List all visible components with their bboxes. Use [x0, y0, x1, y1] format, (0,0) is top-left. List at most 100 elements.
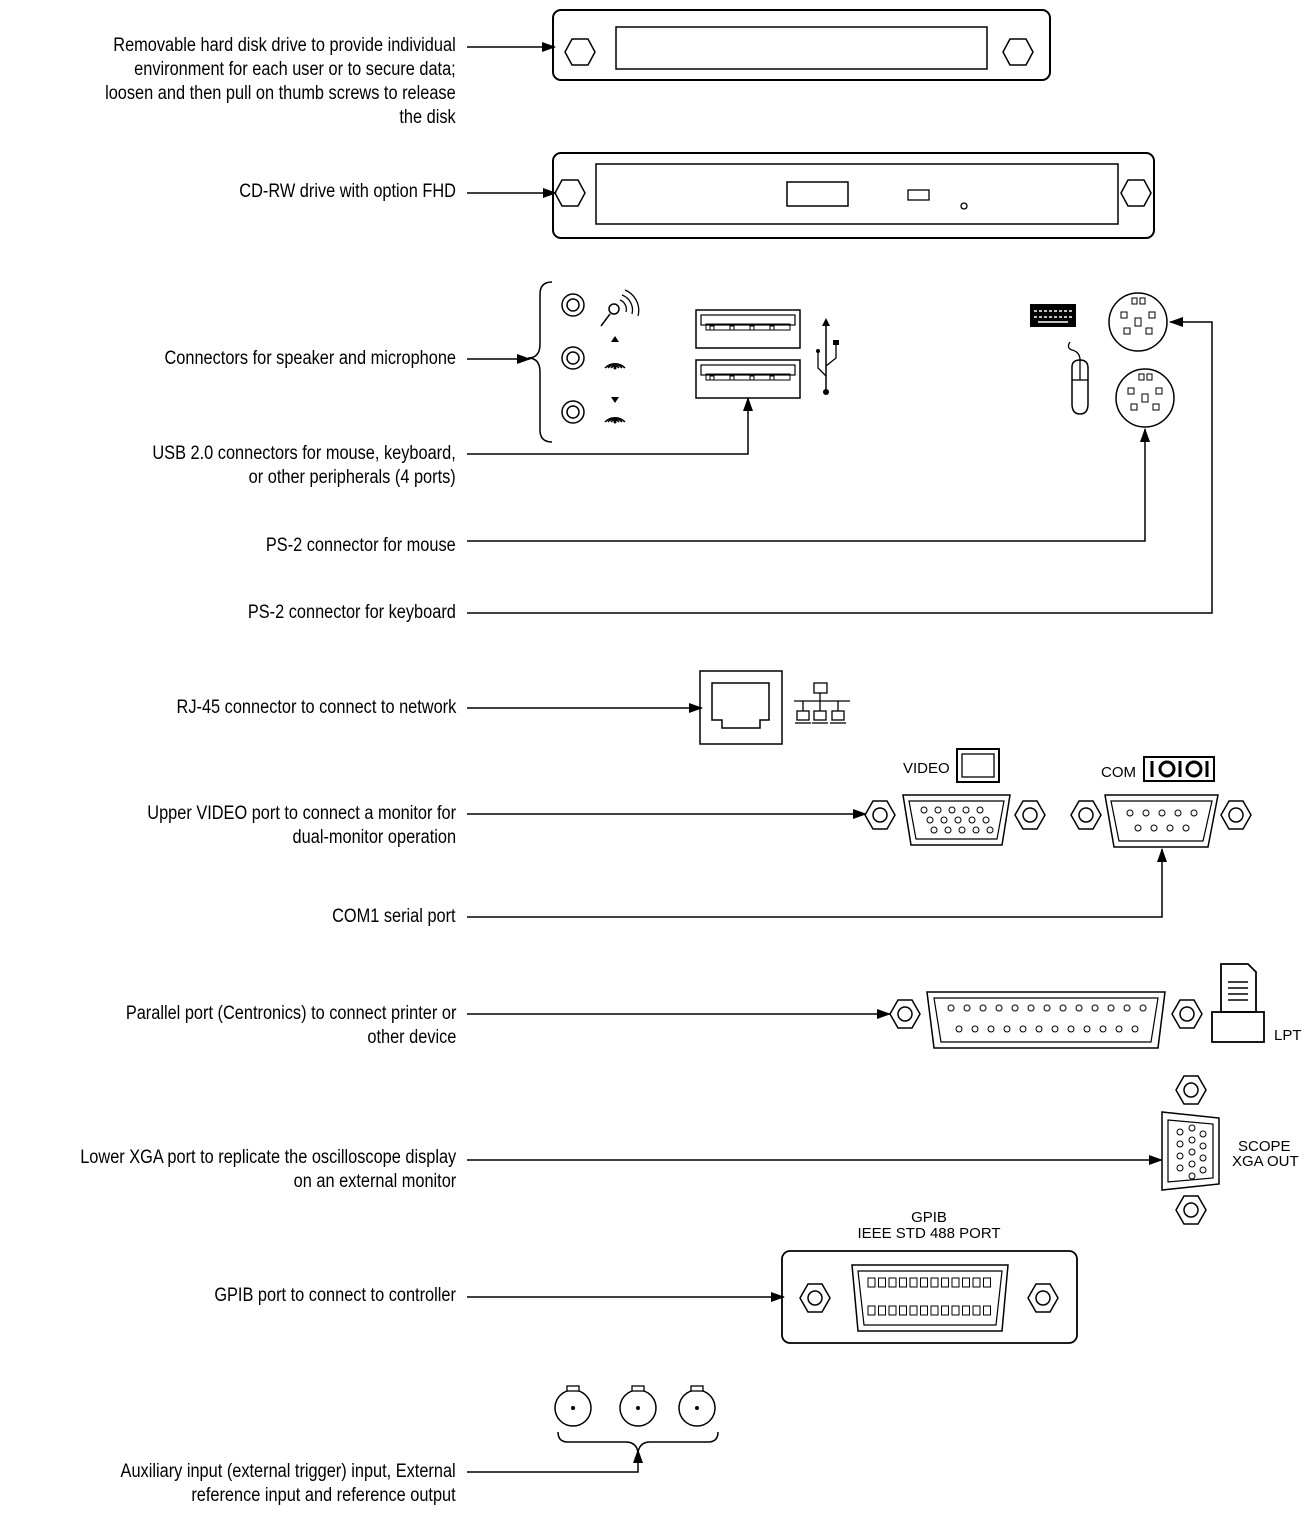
label-line: Parallel port (Centronics) to connect pr…	[125, 1003, 456, 1024]
lpt-pin	[1027, 1004, 1035, 1012]
label-line: Connectors for speaker and microphone	[164, 348, 456, 369]
gpib-pin	[920, 1305, 928, 1316]
audio-connectors	[527, 281, 640, 443]
bnc-connectors	[554, 1385, 719, 1453]
speaker-in-icon	[604, 397, 626, 425]
com-port-label: COM	[1101, 764, 1136, 781]
gpib-pin	[878, 1305, 886, 1316]
xga-out-label: XGA OUT	[1232, 1153, 1299, 1170]
lpt-pin	[1091, 1004, 1099, 1012]
label-line: on an external monitor	[293, 1171, 456, 1192]
lpt-pin	[955, 1025, 963, 1033]
label-xga: Lower XGA port to replicate the oscillos…	[80, 1146, 456, 1194]
lpt-pin	[987, 1025, 995, 1033]
label-line: GPIB port to connect to controller	[214, 1285, 456, 1306]
label-line: PS-2 connector for keyboard	[248, 602, 456, 623]
label-usb: USB 2.0 connectors for mouse, keyboard, …	[153, 442, 456, 490]
lpt-pin	[1011, 1004, 1019, 1012]
label-line: COM1 serial port	[332, 906, 456, 927]
gpib-pin	[899, 1305, 907, 1316]
lpt-label: LPT	[1274, 1027, 1302, 1044]
label-ps2-mouse: PS-2 connector for mouse	[266, 534, 456, 558]
gpib-pin	[888, 1277, 897, 1288]
network-icon	[794, 682, 850, 724]
label-hdd: Removable hard disk drive to provide ind…	[105, 34, 456, 130]
hdd-drive	[552, 9, 1051, 81]
label-line: or other peripherals (4 ports)	[248, 467, 456, 488]
gpib-port: GPIB IEEE STD 488 PORT	[781, 1209, 1078, 1344]
gpib-pin	[983, 1277, 991, 1288]
gpib-pin	[941, 1277, 949, 1288]
speaker-out-icon	[604, 336, 626, 371]
gpib-pin	[930, 1277, 939, 1288]
gpib-pin	[951, 1277, 960, 1288]
lpt-pin	[1131, 1025, 1139, 1033]
gpib-pin	[972, 1305, 981, 1316]
gpib-subtitle: IEEE STD 488 PORT	[857, 1225, 1000, 1242]
label-audio: Connectors for speaker and microphone	[164, 347, 456, 371]
label-line: RJ-45 connector to connect to network	[176, 697, 456, 718]
label-ps2-keyboard: PS-2 connector for keyboard	[248, 601, 456, 625]
label-com1: COM1 serial port	[332, 905, 456, 929]
gpib-pin	[888, 1305, 897, 1316]
gpib-pin	[972, 1277, 981, 1288]
parallel-port: LPT	[889, 963, 1302, 1049]
label-line: PS-2 connector for mouse	[266, 535, 456, 556]
scope-label: SCOPE	[1238, 1138, 1291, 1155]
lpt-pin	[1059, 1004, 1067, 1012]
leader-aux	[467, 1449, 643, 1473]
label-line: the disk	[399, 107, 456, 128]
label-line: reference input and reference output	[191, 1485, 457, 1506]
lpt-pin	[1099, 1025, 1107, 1033]
lpt-pin	[971, 1025, 979, 1033]
label-gpib: GPIB port to connect to controller	[214, 1284, 456, 1308]
gpib-pin	[941, 1305, 949, 1316]
xga-port: SCOPE XGA OUT	[1161, 1075, 1299, 1225]
leader-ps2-keyboard	[467, 317, 1213, 614]
ps2-connectors	[1030, 292, 1175, 428]
gpib-pin	[951, 1305, 960, 1316]
gpib-title: GPIB	[911, 1209, 947, 1226]
label-line: other device	[366, 1027, 456, 1048]
label-parallel: Parallel port (Centronics) to connect pr…	[125, 1002, 456, 1050]
lpt-pin	[1067, 1025, 1075, 1033]
com-port: COM	[1070, 756, 1252, 848]
usb-connectors	[695, 309, 839, 399]
label-line: Auxiliary input (external trigger) input…	[120, 1461, 456, 1482]
leader-com1	[467, 848, 1167, 918]
monitor-icon	[956, 748, 1000, 783]
gpib-pin	[899, 1277, 907, 1288]
gpib-pin	[920, 1277, 928, 1288]
lpt-pin	[1107, 1004, 1115, 1012]
video-port: VIDEO	[864, 748, 1046, 846]
mouse-icon	[1067, 341, 1089, 415]
lpt-pin	[995, 1004, 1003, 1012]
rj45-connector	[699, 670, 850, 745]
lpt-pin	[1003, 1025, 1011, 1033]
lpt-pin	[947, 1004, 955, 1012]
label-video: Upper VIDEO port to connect a monitor fo…	[147, 802, 456, 850]
gpib-pin	[909, 1305, 918, 1316]
gpib-pin	[983, 1305, 991, 1316]
label-line: environment for each user or to secure d…	[134, 59, 456, 80]
label-line: USB 2.0 connectors for mouse, keyboard,	[152, 443, 456, 464]
microphone-icon	[600, 289, 640, 327]
leader-ps2-mouse	[467, 428, 1150, 542]
lpt-pin	[1051, 1025, 1059, 1033]
gpib-pin	[867, 1305, 876, 1316]
cdrw-drive	[552, 152, 1155, 239]
label-line: CD-RW drive with option FHD	[239, 181, 456, 202]
label-line: dual-monitor operation	[292, 827, 456, 848]
gpib-pin	[867, 1277, 876, 1288]
gpib-pin	[930, 1305, 939, 1316]
video-port-label: VIDEO	[903, 760, 950, 777]
lpt-pin	[979, 1004, 987, 1012]
usb-icon	[816, 318, 839, 395]
label-line: Upper VIDEO port to connect a monitor fo…	[147, 803, 456, 824]
label-aux: Auxiliary input (external trigger) input…	[121, 1460, 456, 1508]
label-cdrw: CD-RW drive with option FHD	[239, 180, 456, 204]
gpib-pin	[878, 1277, 886, 1288]
lpt-pin	[1115, 1025, 1123, 1033]
gpib-pin	[909, 1277, 918, 1288]
